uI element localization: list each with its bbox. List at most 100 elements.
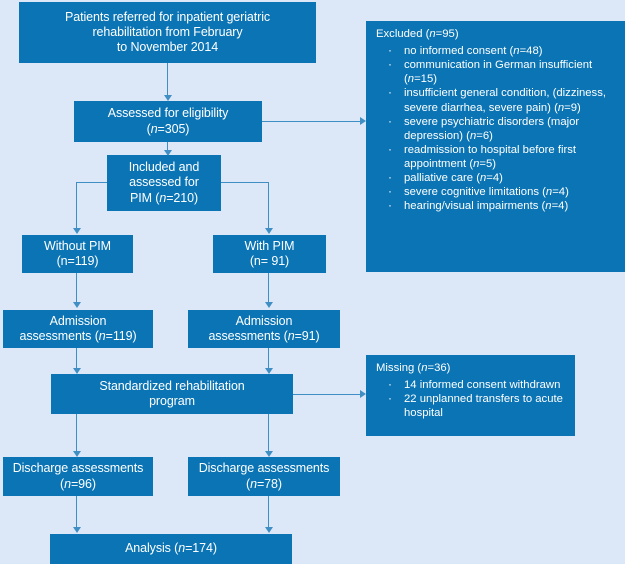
node-patients-referred-line1: Patients referred for inpatient geriatri… [64,9,271,24]
count-value: =4) [551,200,569,213]
node-analysis-label: Analysis (n=174) [125,541,217,555]
n-symbol: n [479,172,487,185]
list-item: ·22 unplanned transfers to acute hospita… [366,391,575,420]
list-item: ·severe cognitive limitations (n=4) [366,184,625,199]
count-value: =78) [256,476,282,491]
arrowhead-discharge-left-to-analysis [72,527,81,533]
n-symbol: n [98,329,106,343]
node-standardized-rehab-program[interactable]: Standardized rehabilitation program [51,374,293,414]
bullet-icon: · [388,198,392,213]
node-rehab-line2: program [149,394,195,408]
arrowhead-referred-to-eligibility [163,95,172,101]
arrowhead-rehab-to-discharge-right [264,451,273,457]
bullet-icon: · [388,113,392,128]
list-item: ·14 informed consent withdrawn [366,377,575,392]
node-analysis[interactable]: Analysis (n=174) [50,534,292,564]
count-value: =4) [552,186,569,199]
n-symbol: n [159,190,167,205]
bullet-icon: · [388,43,392,58]
connector-discharge-left-to-analysis [76,496,78,527]
count-value: =5) [479,157,497,170]
node-patients-referred[interactable]: Patients referred for inpatient geriatri… [19,2,316,63]
count-value: =36) [427,362,451,374]
connector-included-split-right [268,182,270,228]
arrowhead-rehab-to-missing [360,390,366,398]
node-admission-left-line1: Admission [49,313,107,328]
bullet-icon: · [388,85,392,100]
node-with-pim-line1: With PIM [244,238,295,253]
node-admission-right-line1: Admission [235,313,293,328]
item-text: severe psychiatric disorders (major depr… [404,115,580,142]
node-included-line2: assessed for [129,175,199,190]
node-discharge-assessments-left[interactable]: Discharge assessments (n=96) [3,457,153,496]
node-without-pim[interactable]: Without PIM (n=119) [22,235,133,273]
arrowhead-with-pim-to-admission [264,302,273,308]
node-discharge-assessments-right[interactable]: Discharge assessments (n=78) [188,457,340,496]
count-value: =119) [105,329,137,343]
node-assessed-for-eligibility[interactable]: Assessed for eligibility (n=305) [74,101,262,142]
bullet-icon: · [388,170,392,185]
list-item: · severe psychiatric disorders (major dep… [366,113,625,143]
node-discharge-right-line1: Discharge assessments [198,461,330,476]
item-text: insufficient general condition, (dizzine… [404,87,606,114]
panel-missing-heading: Missing (n=36) [366,355,575,378]
list-item: ·readmission to hospital before first ap… [366,141,625,171]
panel-excluded-list: ·no informed consent (n=48) ·communicati… [366,43,625,213]
connector-eligibility-to-excluded [262,121,362,123]
n-symbol: n [429,28,436,40]
arrowhead-eligibility-to-excluded [360,117,366,125]
arrowhead-admission-right-to-rehab [264,368,273,374]
node-patients-referred-line2: rehabilitation from February [92,24,243,39]
node-included-assessed-pim[interactable]: Included and assessed for PIM (n=210) [107,155,221,211]
arrowhead-without-pim-to-admission [72,302,81,308]
panel-excluded[interactable]: Excluded (n=95) ·no informed consent (n=… [366,21,625,272]
node-included-count: PIM (n=210) [130,191,198,205]
analysis-text: Analysis ( [125,541,179,556]
list-item: ·no informed consent (n=48) [366,43,625,58]
count-value: =96) [70,476,96,491]
n-symbol: n [178,541,186,556]
connector-without-pim-to-admission [76,273,78,302]
connector-rehab-to-discharge-left [76,414,78,451]
arrowhead-discharge-right-to-analysis [264,527,273,533]
count-value: =91) [294,329,320,343]
panel-missing-list: ·14 informed consent withdrawn ·22 unpla… [366,377,575,420]
panel-missing[interactable]: Missing (n=36) ·14 informed consent with… [366,355,575,436]
connector-rehab-to-missing [293,394,362,396]
item-text: palliative care ( [404,172,480,185]
count-value: =9) [564,101,581,114]
node-assessed-for-eligibility-line1: Assessed for eligibility [107,106,229,121]
node-with-pim-count: (n= 91) [249,254,290,268]
node-without-pim-count: (n=119) [56,254,99,268]
arrowhead-rehab-to-discharge-left [72,451,81,457]
n-symbol: n [513,45,520,58]
list-item: · palliative care (n=4) [366,170,625,185]
item-text: 14 informed consent withdrawn [404,379,561,392]
paren-open: ( [60,476,65,491]
node-patients-referred-line3: to November 2014 [116,40,219,55]
arrowhead-eligibility-to-included [163,150,172,156]
node-admission-assessments-right[interactable]: Admission assessments (n=91) [188,310,340,348]
arrowhead-to-with-pim [264,228,273,234]
list-item: ·hearing/visual impairments (n=4) [366,198,625,213]
n-symbol: n [473,157,480,170]
bullet-icon: · [388,141,392,156]
connector-discharge-right-to-analysis [268,496,270,527]
list-item: ·communication in German insufficient (n… [366,57,625,86]
connector-with-pim-to-admission [268,273,270,302]
list-item: · insufficient general condition, (dizzin… [366,85,625,114]
count-value: =4) [486,172,503,185]
node-admission-assessments-left[interactable]: Admission assessments (n=119) [3,310,153,348]
bullet-icon: · [388,184,392,199]
node-admission-left-count: assessments (n=119) [19,329,136,343]
count-value: =6) [476,129,493,142]
connector-admission-right-to-rehab [268,348,270,368]
node-with-pim[interactable]: With PIM (n= 91) [213,235,326,273]
n-symbol: n [407,73,415,86]
count-value: =95) [435,28,459,40]
n-symbol: n [557,101,565,114]
n-symbol: n [469,129,477,142]
node-discharge-left-count: (n=96) [60,477,96,491]
excluded-label: Excluded ( [376,28,430,40]
